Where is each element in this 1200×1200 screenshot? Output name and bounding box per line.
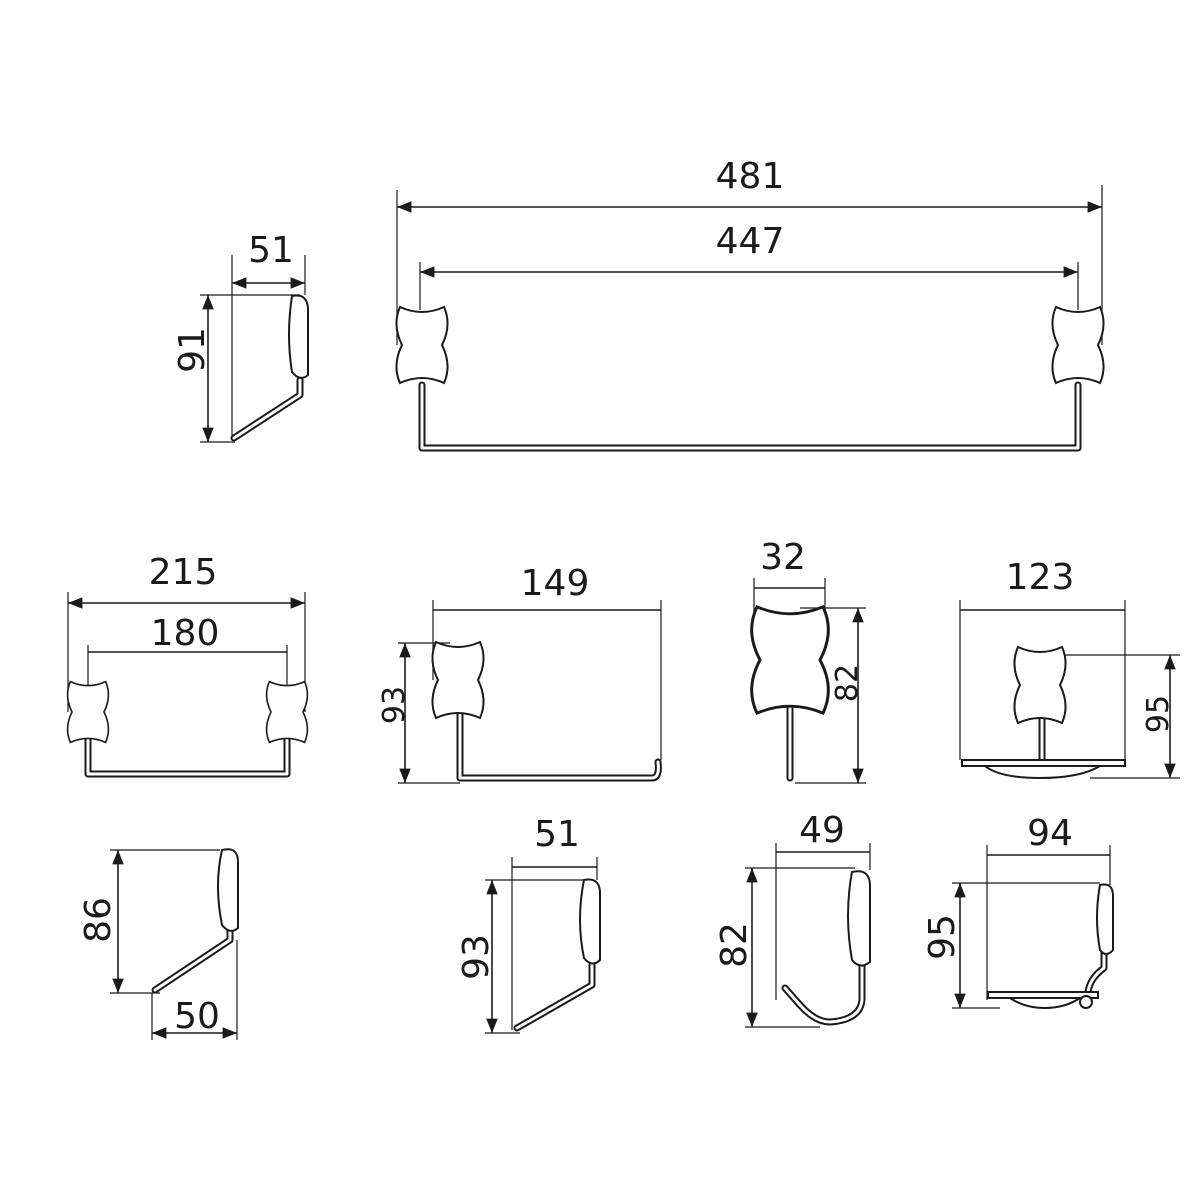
drawing-towel-ring: 215 180 <box>66 552 309 778</box>
dim-width: 123 <box>1006 557 1075 598</box>
dim-width: 149 <box>521 563 590 604</box>
drawing-towel-ring-side: 86 50 <box>78 848 239 1040</box>
dim-depth: 50 <box>174 996 220 1037</box>
dim-height: 95 <box>922 914 963 960</box>
dim-height: 93 <box>456 934 497 980</box>
drawing-towel-bar: 481 447 <box>395 156 1105 452</box>
dim-height: 82 <box>714 922 755 968</box>
drawing-tumbler-holder-front: 123 95 <box>959 557 1180 780</box>
dim-width: 51 <box>248 230 294 271</box>
dim-height: 91 <box>172 327 213 373</box>
drawing-robe-hook-side-2: 49 82 <box>714 810 871 1028</box>
dim-overall-length: 481 <box>716 156 785 197</box>
dim-ring-width: 180 <box>151 613 220 654</box>
dim-bar-length: 447 <box>716 221 785 262</box>
dim-width: 94 <box>1027 813 1073 854</box>
dim-width: 51 <box>534 814 580 855</box>
dim-height: 82 <box>830 664 865 702</box>
drawing-paper-holder: 149 93 <box>377 563 662 784</box>
drawing-robe-hook-front: 32 82 <box>750 537 866 784</box>
dim-overall-width: 215 <box>149 552 218 593</box>
drawing-paper-holder-side: 51 93 <box>456 814 601 1034</box>
dim-height: 93 <box>377 686 412 724</box>
drawing-tumbler-holder-side: 94 95 <box>922 813 1114 1010</box>
drawing-robe-hook-side: 51 91 <box>172 230 309 443</box>
dim-height: 86 <box>78 897 119 943</box>
dim-width: 49 <box>799 810 845 851</box>
dim-width: 32 <box>760 537 806 578</box>
dim-height: 95 <box>1141 695 1176 733</box>
